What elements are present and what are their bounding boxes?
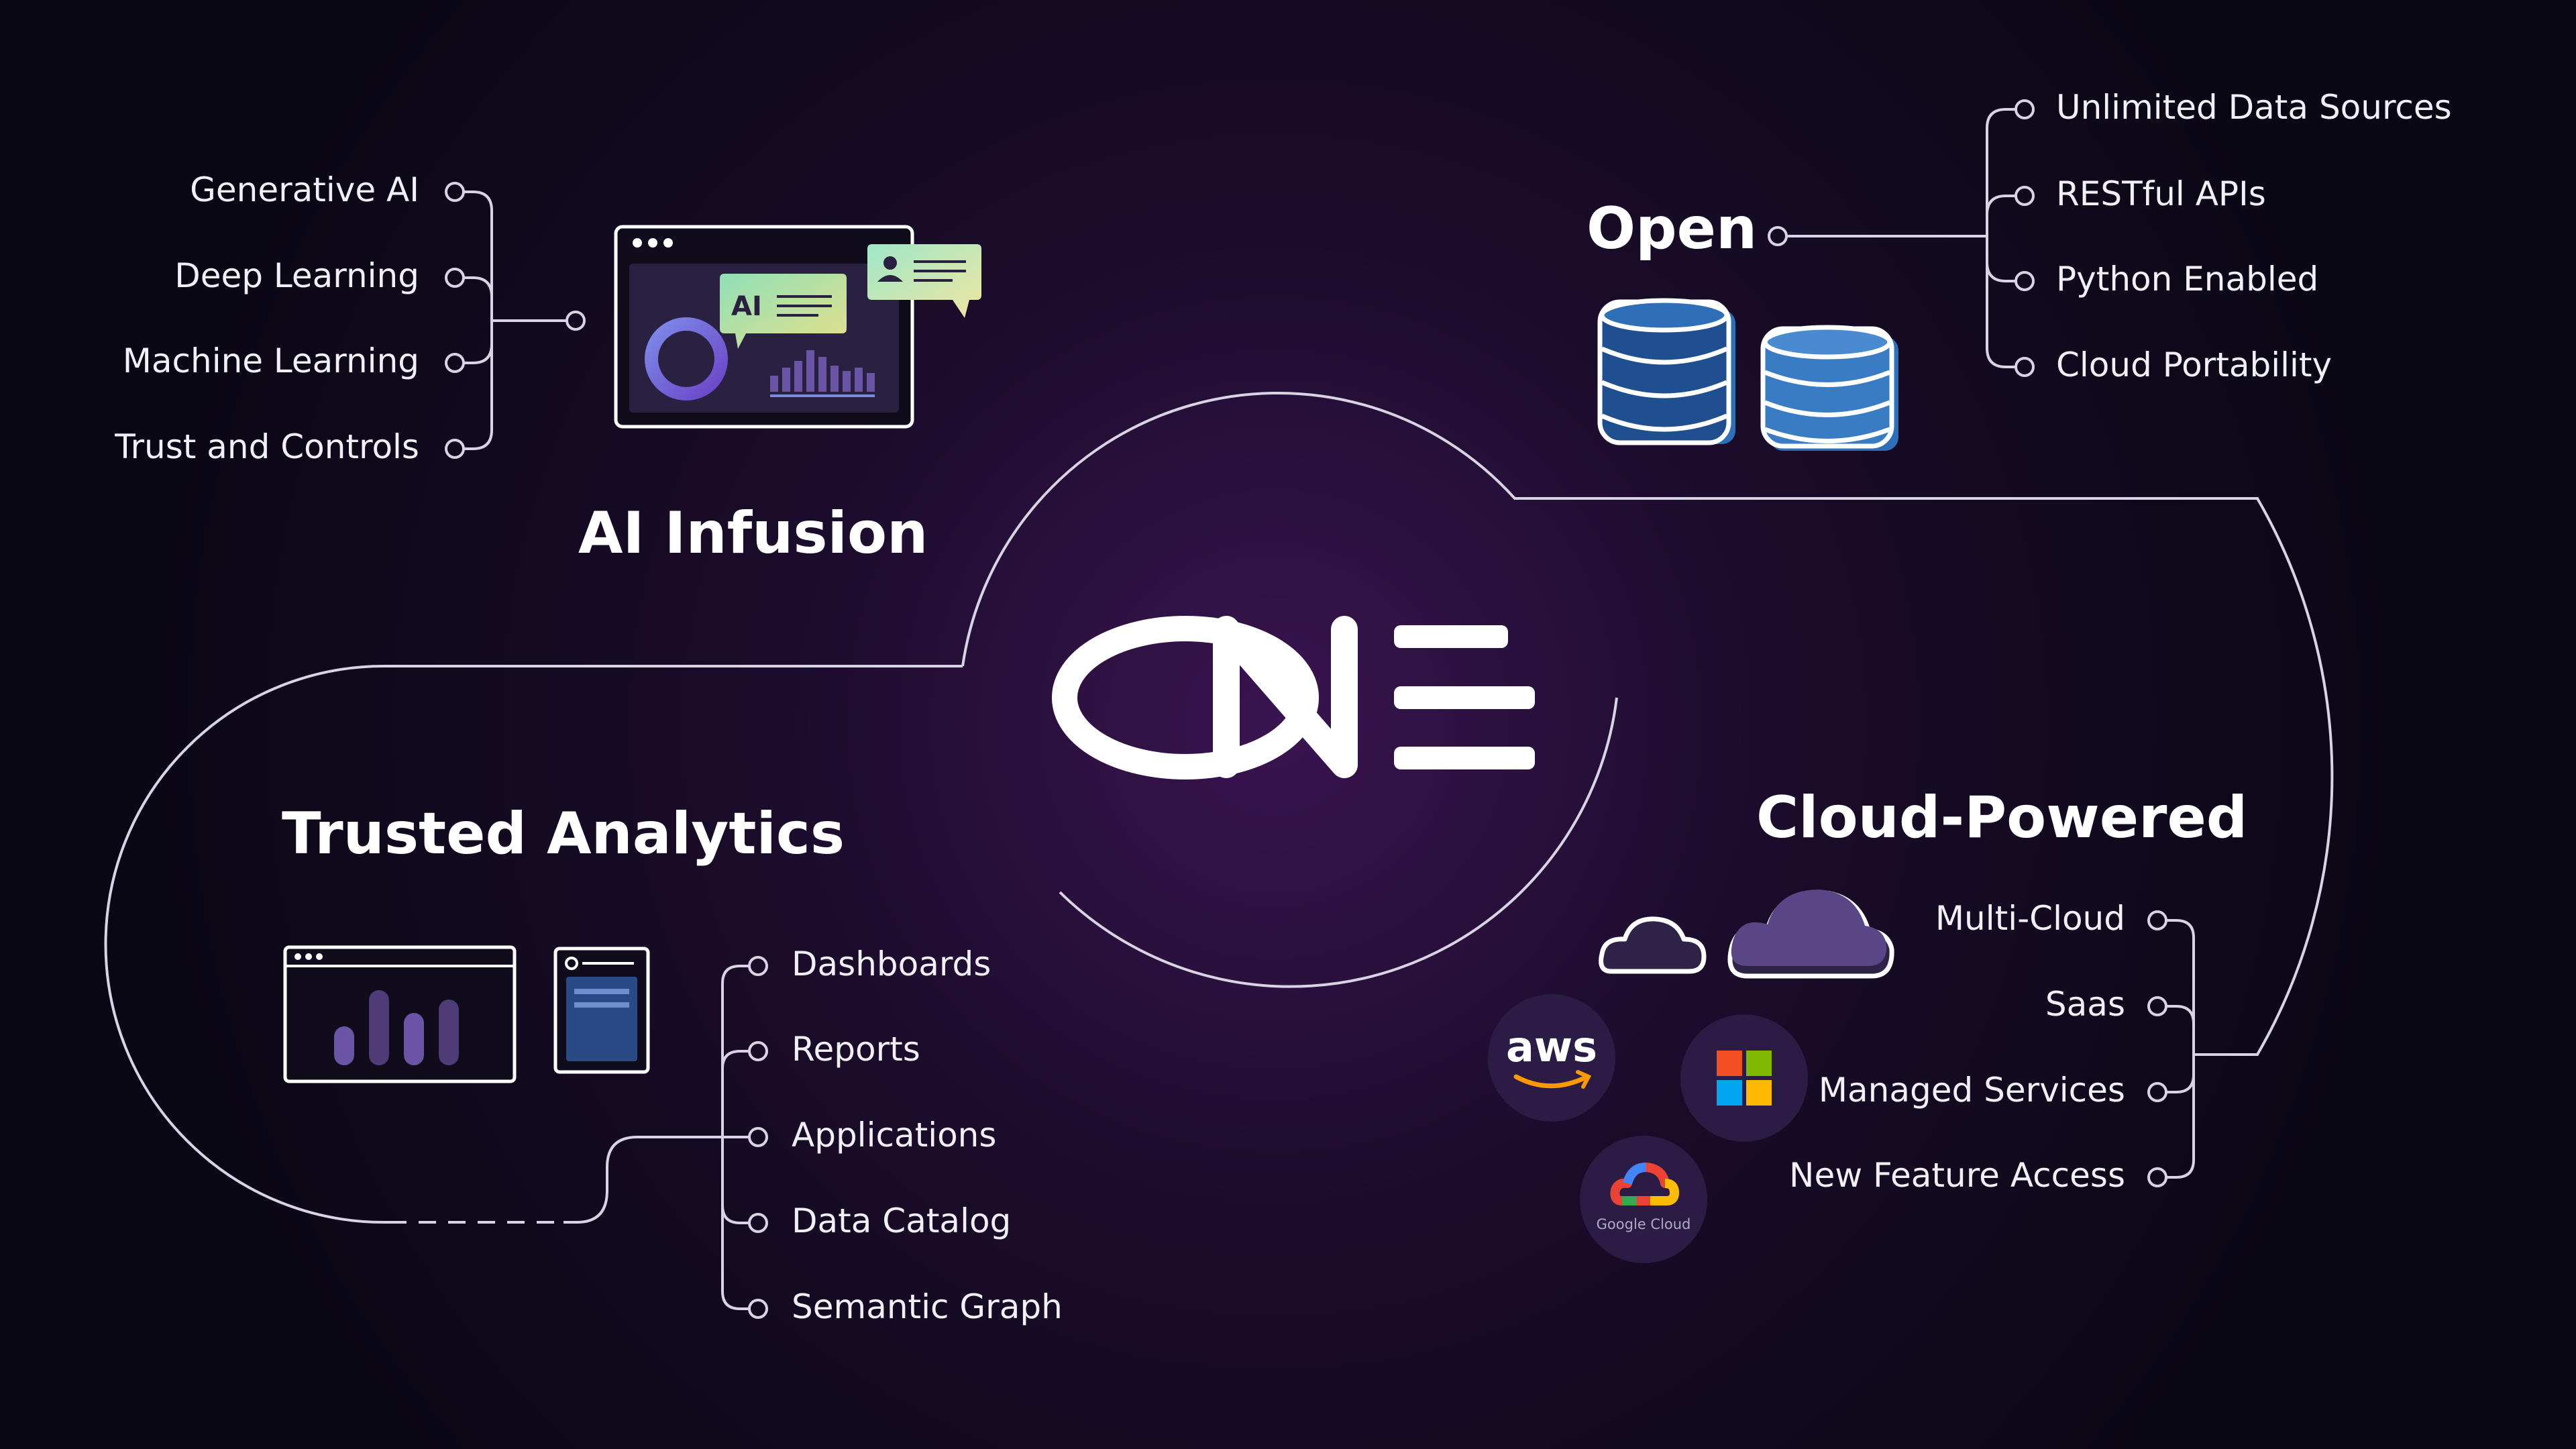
report-illustration — [553, 947, 650, 1074]
database-icon — [1597, 298, 1735, 445]
ai-badge-text: AI — [731, 291, 762, 322]
analytics-item-data-catalog: Data Catalog — [792, 1201, 1012, 1240]
trusted-analytics-title: Trusted Analytics — [282, 800, 845, 867]
cloud-powered-title: Cloud-Powered — [1756, 784, 2248, 851]
cloud-item-managed-services: Managed Services — [1818, 1071, 2125, 1110]
aws-logo: aws — [1488, 994, 1615, 1122]
google-cloud-logo: Google Cloud — [1580, 1136, 1707, 1263]
ai-infusion-bracket — [445, 182, 586, 459]
ai-infusion-title: AI Infusion — [578, 500, 928, 567]
analytics-item-semantic-graph: Semantic Graph — [792, 1287, 1063, 1326]
one-wordmark — [1052, 616, 1535, 780]
ai-item-trust-and-controls: Trust and Controls — [115, 427, 419, 466]
microsoft-logo — [1680, 1014, 1808, 1142]
open-item-unlimited-data-sources: Unlimited Data Sources — [2056, 88, 2452, 127]
google-cloud-text: Google Cloud — [1597, 1216, 1691, 1232]
cloud-item-multi-cloud: Multi-Cloud — [1935, 899, 2125, 938]
analytics-item-dashboards: Dashboards — [792, 945, 991, 983]
cloud-powered-bracket — [2147, 910, 2220, 1187]
aws-logo-text: aws — [1506, 1022, 1597, 1071]
cloud-item-saas: Saas — [2045, 985, 2125, 1024]
ai-infusion-illustration: AI — [614, 225, 981, 429]
flow-path — [104, 391, 2334, 1224]
open-item-python-enabled: Python Enabled — [2056, 260, 2319, 299]
analytics-item-reports: Reports — [792, 1030, 920, 1069]
ai-item-generative-ai: Generative AI — [190, 170, 419, 209]
analytics-item-applications: Applications — [792, 1116, 997, 1155]
ai-item-machine-learning: Machine Learning — [122, 341, 419, 380]
database-icon — [1760, 325, 1898, 451]
cloud-icon — [1599, 916, 1707, 974]
cloud-item-new-feature-access: New Feature Access — [1789, 1156, 2125, 1195]
cloud-icon — [1727, 890, 1894, 979]
open-item-restful-apis: RESTful APIs — [2056, 174, 2266, 213]
open-title: Open — [1587, 195, 1758, 262]
ai-item-deep-learning: Deep Learning — [174, 256, 419, 295]
dashboard-illustration — [283, 945, 517, 1083]
trusted-analytics-bracket — [721, 956, 768, 1319]
open-bracket — [1768, 99, 2035, 377]
open-item-cloud-portability: Cloud Portability — [2056, 345, 2332, 384]
